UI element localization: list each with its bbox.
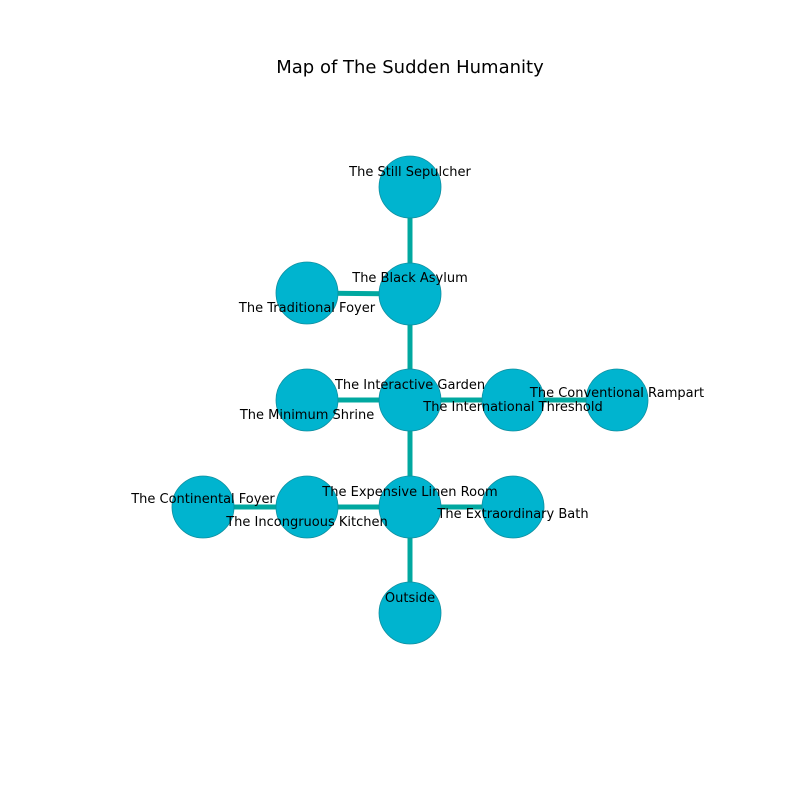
room-label-continental-foyer: The Continental Foyer: [130, 492, 275, 507]
room-label-incongruous-kitchen: The Incongruous Kitchen: [225, 515, 388, 530]
room-node-traditional-foyer: [275, 261, 339, 325]
room-node-expensive-linen-room: [378, 475, 442, 539]
room-node-incongruous-kitchen: [275, 475, 339, 539]
room-node-outside: [378, 581, 442, 645]
room-label-conventional-rampart: The Conventional Rampart: [529, 386, 704, 401]
room-label-outside: Outside: [385, 591, 435, 606]
room-label-black-asylum: The Black Asylum: [351, 271, 468, 286]
room-node-international-threshold: [481, 368, 545, 432]
rooms-layer: [171, 155, 649, 645]
room-node-minimum-shrine: [275, 368, 339, 432]
room-label-still-sepulcher: The Still Sepulcher: [348, 165, 471, 180]
room-label-extraordinary-bath: The Extraordinary Bath: [436, 507, 588, 522]
room-label-expensive-linen-room: The Expensive Linen Room: [321, 485, 497, 500]
room-label-minimum-shrine: The Minimum Shrine: [239, 408, 374, 423]
room-node-extraordinary-bath: [481, 475, 545, 539]
room-node-conventional-rampart: [585, 368, 649, 432]
map-title: Map of The Sudden Humanity: [276, 57, 544, 78]
room-node-interactive-garden: [378, 368, 442, 432]
room-node-continental-foyer: [171, 475, 235, 539]
room-label-international-threshold: The International Threshold: [422, 400, 602, 415]
room-label-interactive-garden: The Interactive Garden: [334, 378, 485, 393]
room-node-still-sepulcher: [378, 155, 442, 219]
room-label-traditional-foyer: The Traditional Foyer: [238, 301, 376, 316]
room-node-black-asylum: [378, 262, 442, 326]
